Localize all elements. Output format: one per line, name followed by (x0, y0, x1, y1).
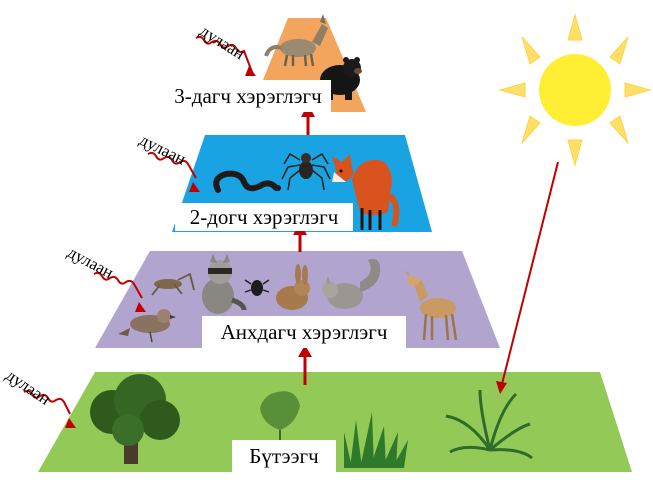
fern-icon (445, 389, 533, 460)
label-primary-consumer: Анхдагч хэрэглэгч (202, 316, 406, 348)
sparrow-icon (118, 309, 176, 343)
raccoon-icon (202, 254, 247, 314)
sun-icon (498, 13, 652, 167)
heat-arrow-producer (23, 389, 76, 428)
deer-icon (404, 270, 458, 341)
label-producer: Бүтээгч (232, 440, 336, 472)
snake-icon (213, 170, 281, 193)
rabbit-icon (276, 264, 310, 310)
beetle-icon (244, 279, 270, 296)
heat-arrow-primary (93, 271, 146, 312)
fox-icon (332, 154, 400, 230)
heat-arrow-tertiary (195, 35, 256, 76)
grass-icon (344, 412, 408, 468)
spider-icon (281, 152, 331, 191)
producer-level (38, 372, 632, 472)
tree-icon (90, 374, 180, 464)
grasshopper-icon (151, 272, 195, 296)
arrow-sun-to-producer (496, 161, 559, 394)
label-tertiary-consumer: 3-дагч хэрэглэгч (165, 80, 331, 112)
coyote-icon (264, 14, 328, 67)
squirrel-icon (322, 258, 381, 309)
label-secondary-consumer: 2-догч хэрэглэгч (175, 203, 353, 231)
heat-arrow-secondary (147, 151, 200, 192)
heat-arrows (23, 35, 256, 428)
energy-arrows (293, 104, 559, 394)
arrow-producer-to-primary (298, 345, 312, 385)
